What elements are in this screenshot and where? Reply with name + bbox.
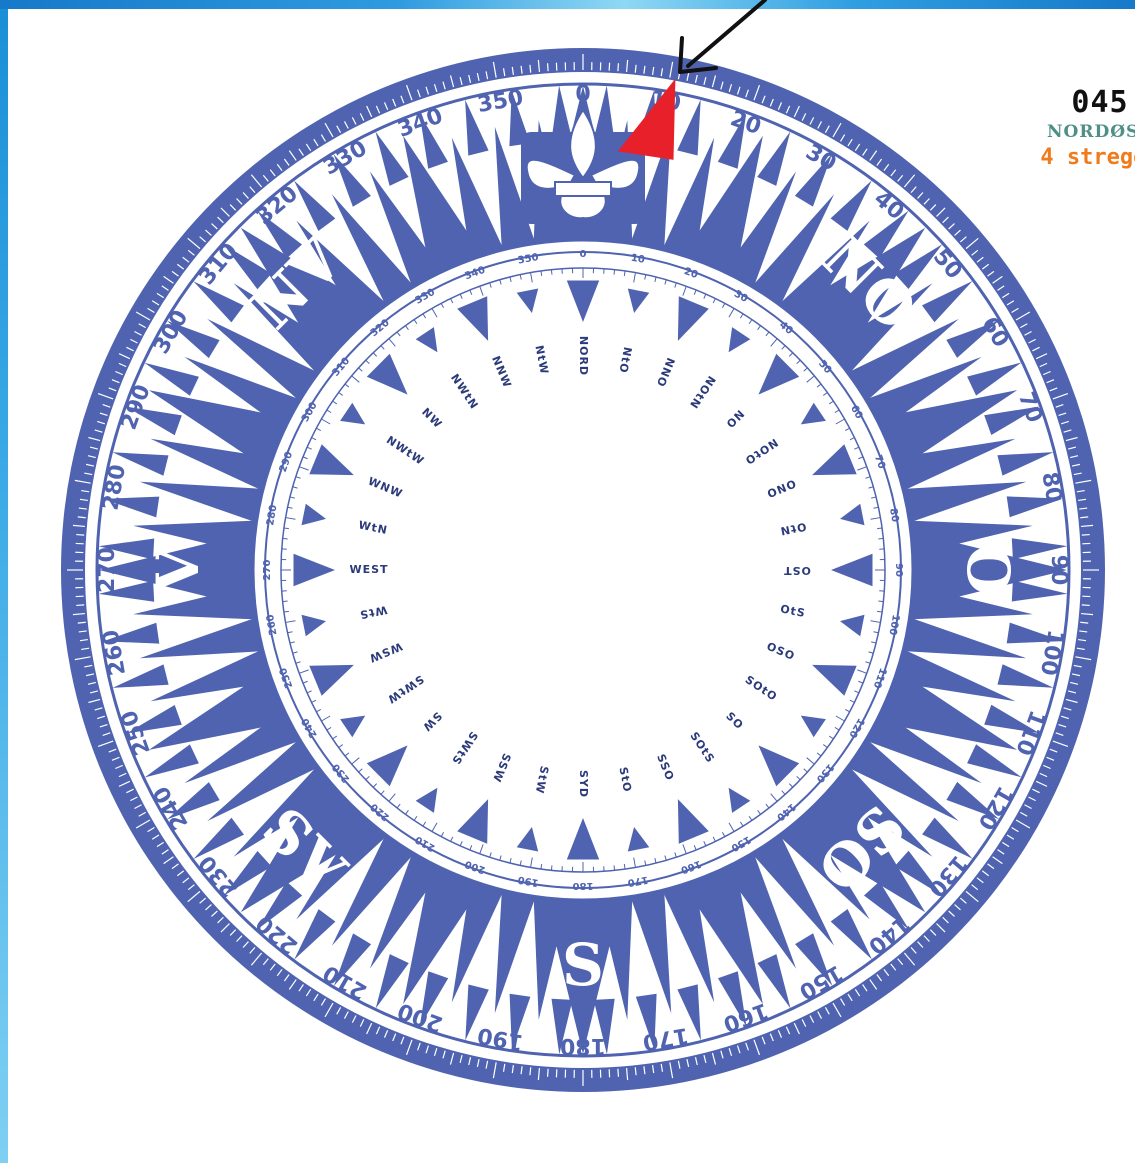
compass-point-name: WEST — [349, 563, 388, 576]
arrow-shaft — [688, 0, 765, 66]
inner-tick — [877, 528, 882, 529]
outer-tick — [78, 622, 86, 623]
inner-tick — [624, 864, 625, 869]
inner-tick — [878, 601, 883, 602]
outer-tick — [1082, 605, 1090, 606]
cardinal-label: O — [954, 545, 1022, 596]
inner-tick — [878, 538, 883, 539]
outer-tick — [1080, 622, 1088, 623]
outer-degree-label: 0 — [575, 82, 590, 107]
outer-degree-label: 270 — [95, 547, 120, 593]
inner-tick — [614, 865, 615, 870]
emblem-base — [560, 196, 605, 218]
heading-strokes: 4 streger — [1025, 147, 1135, 169]
inner-tick — [541, 864, 542, 869]
outer-degree-label: 90 — [1046, 555, 1071, 586]
outer-tick — [618, 63, 619, 71]
outer-tick — [548, 63, 549, 71]
heading-degrees: 045 — [1025, 88, 1135, 118]
inner-tick — [284, 611, 289, 612]
outer-tick — [76, 535, 84, 536]
compass-point-name: OST — [783, 564, 811, 577]
outer-tick — [618, 1069, 619, 1077]
inner-degree-label: 180 — [573, 880, 594, 891]
outer-degree-label: 80 — [1036, 470, 1066, 505]
outer-tick — [548, 1069, 549, 1077]
inner-tick — [877, 611, 882, 612]
emblem-crown-band — [555, 182, 611, 196]
cardinal-label: V — [144, 547, 212, 594]
inner-tick — [551, 270, 552, 275]
outer-tick — [76, 605, 84, 606]
outer-tick — [78, 517, 86, 518]
cardinal-label: S — [562, 931, 604, 999]
compass-point-name: SYD — [577, 770, 590, 798]
outer-tick — [530, 65, 531, 73]
outer-tick — [530, 1067, 531, 1075]
outer-tick — [1080, 517, 1088, 518]
inner-tick — [284, 528, 289, 529]
heading-readout: 045 NORDØST 4 streger — [1025, 88, 1135, 169]
inner-tick — [541, 271, 542, 276]
outer-degree-label: 180 — [560, 1033, 606, 1058]
outer-tick — [1082, 535, 1090, 536]
inner-degree-label: 0 — [580, 249, 587, 260]
inner-degree-label: 270 — [262, 560, 273, 581]
inner-tick — [624, 271, 625, 276]
inner-tick — [551, 865, 552, 870]
heading-direction: NORDØST — [1025, 124, 1135, 141]
arrow-icon — [680, 0, 765, 72]
outer-tick — [635, 65, 636, 73]
outer-tick — [635, 1067, 636, 1075]
inner-degree-label: 90 — [893, 563, 904, 577]
compass-point-name: NORD — [577, 336, 590, 376]
inner-tick — [614, 270, 615, 275]
inner-tick — [283, 538, 288, 539]
inner-tick — [283, 601, 288, 602]
